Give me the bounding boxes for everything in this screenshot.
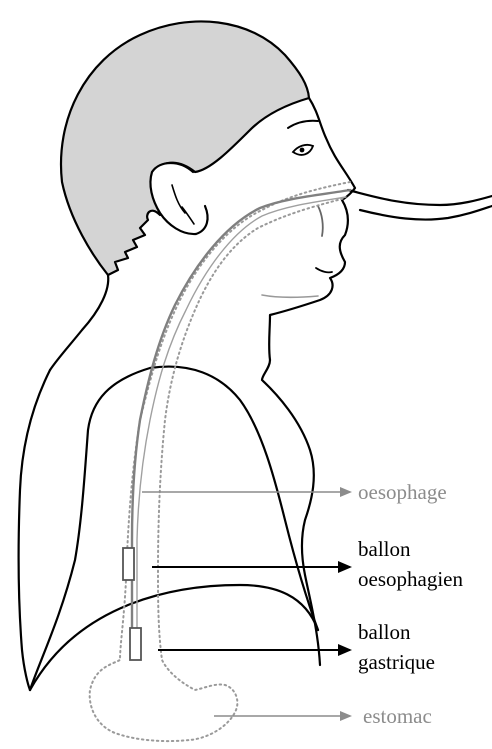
back-contour bbox=[19, 370, 50, 690]
gastric-balloon-shape bbox=[130, 628, 141, 660]
eyebrow bbox=[288, 121, 318, 128]
esophageal-balloon-shape bbox=[123, 548, 134, 580]
label-stomach: estomac bbox=[363, 704, 432, 728]
rib-cage bbox=[30, 367, 318, 690]
label-esophageal-balloon-line1: ballon bbox=[358, 537, 411, 561]
label-oesophagus: oesophage bbox=[358, 480, 447, 504]
ear bbox=[150, 163, 207, 234]
diaphragm bbox=[30, 585, 318, 690]
hair bbox=[61, 21, 309, 275]
label-gastric-balloon-line2: gastrique bbox=[358, 650, 435, 674]
neck-back bbox=[50, 275, 108, 370]
label-esophageal-balloon-line2: oesophagien bbox=[358, 567, 463, 591]
label-gastric-balloon-line1: ballon bbox=[358, 620, 411, 644]
jaw-line bbox=[262, 295, 318, 297]
external-tube bbox=[348, 190, 492, 205]
internal-tube bbox=[132, 190, 350, 628]
chest-front bbox=[262, 360, 320, 665]
oesophagus-outline bbox=[90, 182, 350, 741]
face-profile bbox=[269, 98, 355, 360]
